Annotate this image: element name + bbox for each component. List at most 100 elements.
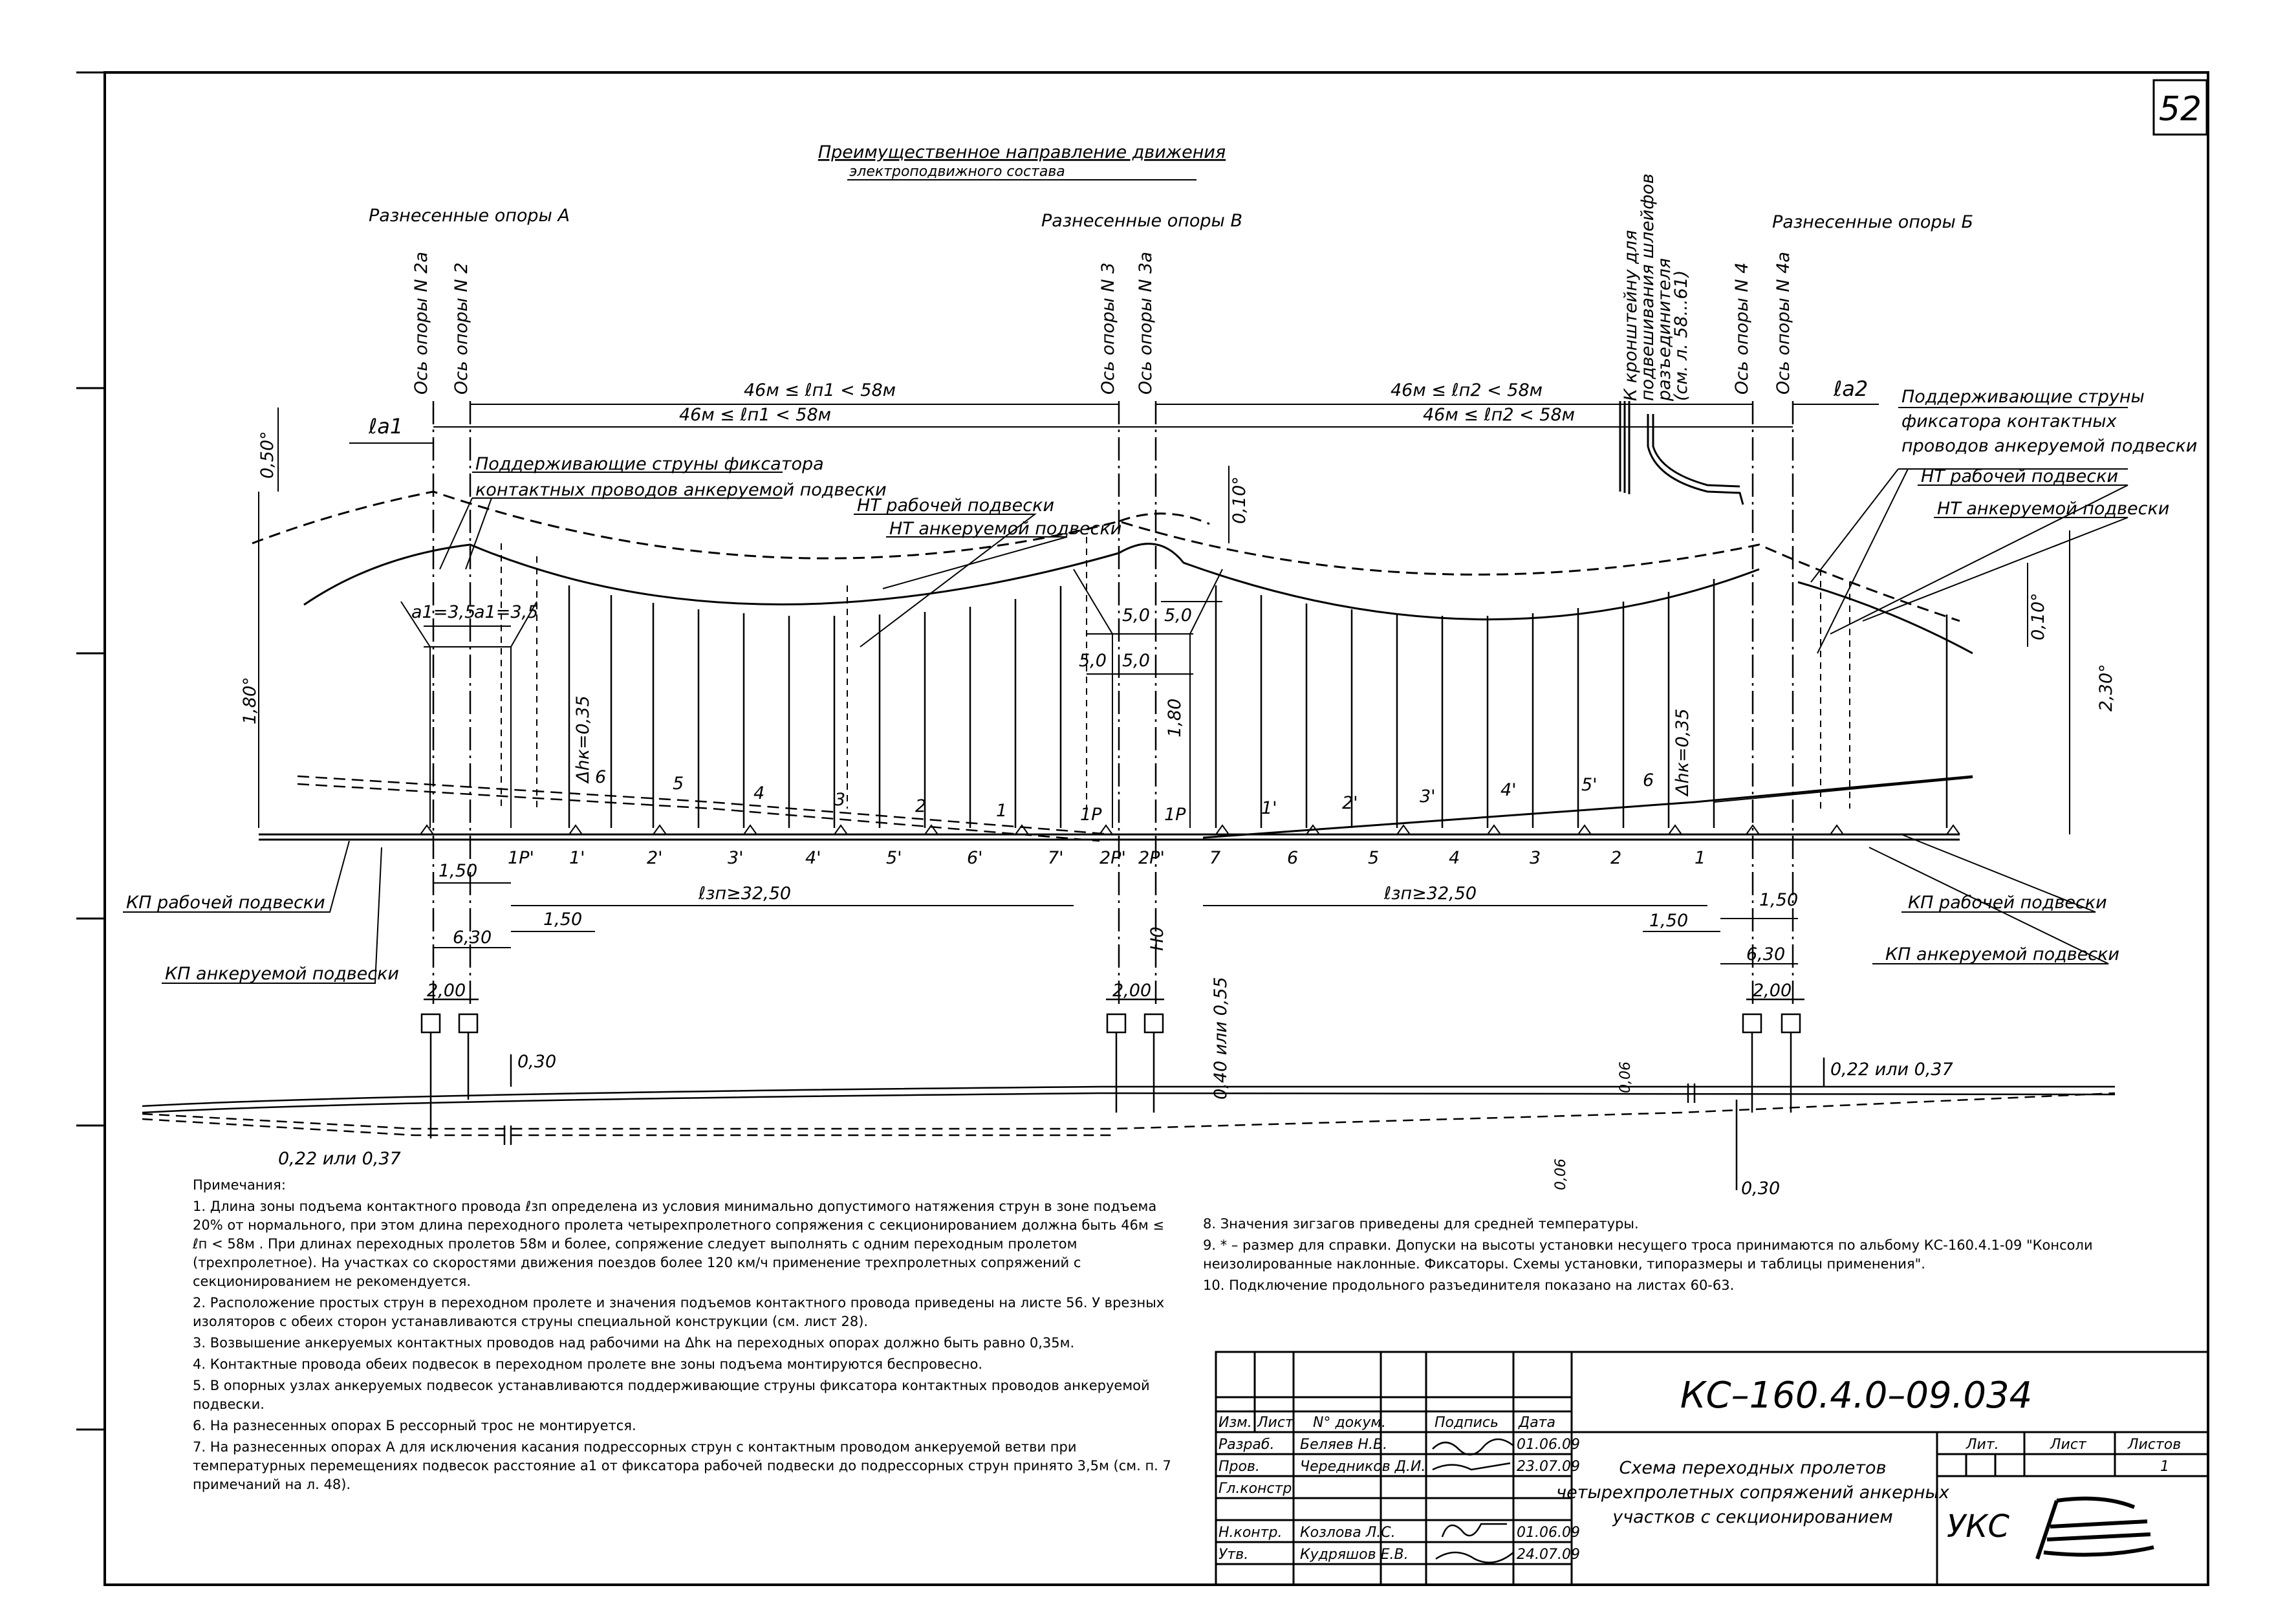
col-list: Лист xyxy=(1257,1415,1294,1431)
kp-work-right: КП рабочей подвески xyxy=(1908,893,2107,913)
svg-text:Пров.: Пров. xyxy=(1218,1459,1260,1475)
svg-text:Козлова Л.С.: Козлова Л.С. xyxy=(1300,1525,1396,1541)
stage-lit: Лит. xyxy=(1966,1437,1999,1453)
svg-text:01.06.09: 01.06.09 xyxy=(1517,1525,1580,1541)
svg-text:Гл.констр.: Гл.констр. xyxy=(1218,1481,1296,1497)
svg-text:2Р': 2Р' xyxy=(1099,848,1126,868)
org-name: УКС xyxy=(1947,1508,2009,1545)
contact-wire-anchor-left xyxy=(297,775,1113,836)
svg-text:1: 1 xyxy=(1695,848,1706,868)
note-7: 7. На разнесенных опорах А для исключени… xyxy=(193,1439,1176,1492)
nt-anchor-label: НТ анкеруемой подвески xyxy=(889,519,1121,539)
svg-text:3: 3 xyxy=(1530,848,1541,868)
anchor-length-a2: ℓа2 xyxy=(1833,376,1868,401)
svg-text:3': 3' xyxy=(728,848,744,868)
col-sign: Подпись xyxy=(1435,1415,1499,1431)
dhk-left: Δhк=0,35 xyxy=(573,695,593,784)
nt-work-label: НТ рабочей подвески xyxy=(857,495,1054,516)
svg-text:5: 5 xyxy=(1368,848,1379,868)
span-b-upper: 46м ≤ ℓп2 < 58м xyxy=(1391,380,1543,400)
lzp-left: ℓзп≥32,50 xyxy=(698,884,791,904)
svg-text:Чередников Д.И.: Чередников Д.И. xyxy=(1300,1459,1425,1475)
anchor-length-a1: ℓа1 xyxy=(368,414,403,439)
dim-a1-left: а1=3,5 xyxy=(411,602,475,622)
bracket-note-1: К кронштейну для xyxy=(1621,230,1641,401)
dim-50-b: 5,0 xyxy=(1164,605,1192,626)
string-numbers: 6 5 4 3 2 1 1Р 1Р' 1' 2' 3' 4' 5' 6' 7' … xyxy=(508,767,1706,868)
note-3: 3. Возвышение анкеруемых контактных пров… xyxy=(193,1335,1075,1351)
dim-010-a: 0,10° xyxy=(1229,476,1250,524)
svg-text:4': 4' xyxy=(805,848,821,868)
col-date: Дата xyxy=(1518,1415,1555,1431)
dim-022-037-right: 0,22 или 0,37 xyxy=(1830,1060,1953,1080)
title-block-grid xyxy=(1215,1351,2209,1586)
page-number: 52 xyxy=(2159,90,2202,129)
dim-200-c: 2,00 xyxy=(1753,981,1792,1001)
svg-text:7': 7' xyxy=(1048,848,1064,868)
svg-text:2Р': 2Р' xyxy=(1138,848,1165,868)
svg-text:3: 3 xyxy=(834,790,845,810)
span-a-lower: 46м ≤ ℓп1 < 58м xyxy=(679,405,831,425)
bracket-note-2: подвешивания шлейфов xyxy=(1638,173,1658,401)
kp-anchor-left: КП анкеруемой подвески xyxy=(165,964,399,984)
axis-label-n4: Ось опоры N 4 xyxy=(1732,263,1752,395)
signature-rows: Разраб. Беляев Н.В. 01.06.09 Пров. Черед… xyxy=(1218,1437,1580,1563)
doc-title-3: участков с секционированием xyxy=(1612,1507,1893,1527)
note-9: 9. * – размер для справки. Допуски на вы… xyxy=(1203,1237,2097,1272)
svg-text:6: 6 xyxy=(1643,770,1654,790)
dim-150-right-2: 1,50 xyxy=(1649,911,1688,931)
nt-work-b-label: НТ рабочей подвески xyxy=(1921,466,2118,486)
lzp-right: ℓзп≥32,50 xyxy=(1383,884,1477,904)
note-2: 2. Расположение простых струн в переходн… xyxy=(193,1295,1169,1329)
svg-text:23.07.09: 23.07.09 xyxy=(1517,1459,1580,1475)
axis-label-n4a: Ось опоры N 4а xyxy=(1773,252,1793,395)
dim-630-right: 6,30 xyxy=(1746,944,1785,964)
stage-list: Лист xyxy=(2050,1437,2087,1453)
col-izm: Изм. xyxy=(1218,1415,1252,1431)
support-strings-a-line2: контактных проводов анкеруемой подвески xyxy=(475,480,887,500)
support-group-b: Разнесенные опоры Б xyxy=(1772,212,1973,232)
droppers xyxy=(568,579,1948,828)
dim-150-left-2: 1,50 xyxy=(543,909,582,930)
svg-text:5': 5' xyxy=(886,848,902,868)
notes-left: Примечания: 1. Длина зоны подъема контак… xyxy=(193,1176,1182,1497)
direction-title: Преимущественное направление движения xyxy=(818,142,1226,162)
note-1: 1. Длина зоны подъема контактного провод… xyxy=(193,1199,1169,1289)
nt-anchor-b-label: НТ анкеруемой подвески xyxy=(1937,499,2169,519)
kp-work-left: КП рабочей подвески xyxy=(126,893,325,913)
svg-text:1Р': 1Р' xyxy=(508,848,534,868)
dim-50-c: 5,0 xyxy=(1079,651,1107,671)
dim-150-right: 1,50 xyxy=(1759,890,1798,910)
dim-150-left: 1,50 xyxy=(439,861,477,881)
svg-text:3': 3' xyxy=(1420,787,1436,807)
svg-text:2: 2 xyxy=(1610,848,1621,868)
dim-030-b: 0,30 xyxy=(1741,1179,1780,1199)
svg-text:7: 7 xyxy=(1209,848,1220,868)
dim-022-037-left: 0,22 или 0,37 xyxy=(278,1149,401,1169)
doc-title-2: четырехпролетных сопряжений анкерных xyxy=(1556,1483,1950,1503)
dim-010-b: 0,10° xyxy=(2028,593,2048,640)
notes-right: 8. Значения зигзагов приведены для средн… xyxy=(1203,1215,2212,1298)
note-8: 8. Значения зигзагов приведены для средн… xyxy=(1203,1216,1639,1232)
drawing-frame xyxy=(103,71,2209,1586)
axis-label-n2: Ось опоры N 2 xyxy=(451,263,471,395)
dim-50-a: 5,0 xyxy=(1122,605,1150,626)
support-strings-b-line1: Поддерживающие струны xyxy=(1901,387,2145,407)
support-strings-b-line2: фиксатора контактных xyxy=(1901,411,2117,431)
svg-text:5': 5' xyxy=(1581,775,1597,795)
dim-006-b: 0,06 xyxy=(1553,1159,1569,1190)
svg-text:2': 2' xyxy=(1342,793,1358,813)
svg-text:1Р: 1Р xyxy=(1164,805,1186,825)
page-number-box xyxy=(2152,79,2208,136)
messenger-anchor-left xyxy=(252,490,1960,622)
svg-text:Беляев Н.В.: Беляев Н.В. xyxy=(1300,1437,1387,1453)
svg-text:24.07.09: 24.07.09 xyxy=(1517,1547,1580,1563)
handwritten-signatures xyxy=(1432,1438,1514,1563)
svg-text:4: 4 xyxy=(753,783,764,803)
bracket-note-3: разъединителя xyxy=(1654,258,1674,402)
org-logo xyxy=(2035,1496,2154,1560)
svg-text:Кудряшов Е.В.: Кудряшов Е.В. xyxy=(1300,1547,1409,1563)
svg-text:2': 2' xyxy=(647,848,663,868)
dim-230: 2,30° xyxy=(2096,664,2116,712)
svg-text:1Р: 1Р xyxy=(1080,805,1102,825)
